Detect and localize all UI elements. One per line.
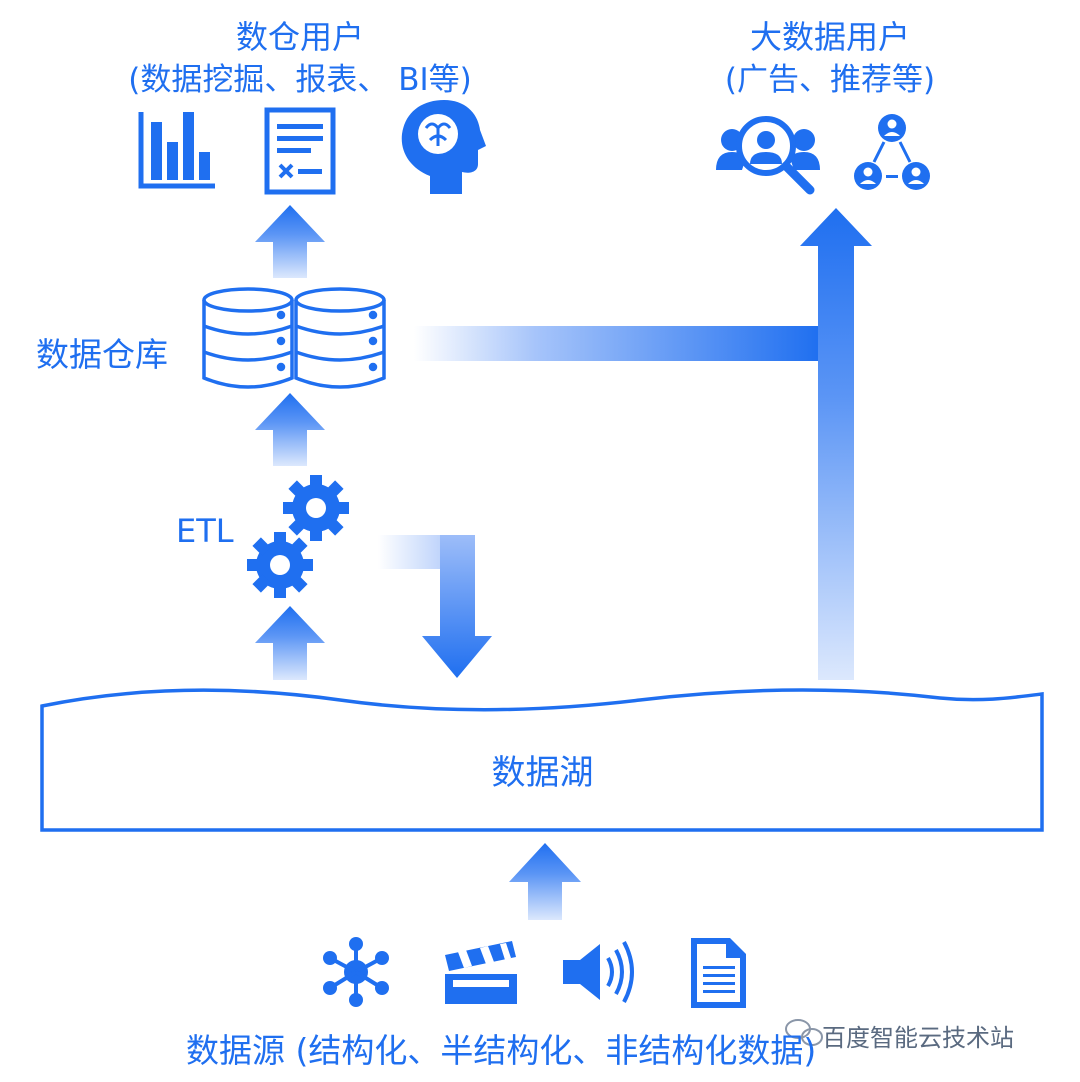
bd-users-title: 大数据用户 <box>749 18 910 56</box>
bar-chart-icon <box>138 112 215 189</box>
arrow-sources-to-lake <box>509 843 581 920</box>
user-network-icon <box>854 114 930 190</box>
gears-icon <box>247 475 349 598</box>
dw-users-title: 数仓用户 <box>235 18 364 56</box>
arrow-to-dw-users <box>255 205 325 278</box>
database-icon <box>202 287 386 389</box>
etl-label: ETL <box>176 512 234 550</box>
user-search-icon <box>716 116 820 195</box>
video-clapper-icon <box>445 941 517 1004</box>
data-lake-box <box>40 688 1044 832</box>
speaker-icon <box>563 941 634 1003</box>
dw-users-subtitle: (数据挖掘、报表、 BI等) <box>128 62 472 98</box>
warehouse-to-bigdata-bar <box>414 326 820 361</box>
watermark-text: 百度智能云技术站 <box>822 1024 1014 1052</box>
arrow-lake-to-etl <box>255 606 325 680</box>
arrow-lake-to-bigdata-users <box>800 208 872 680</box>
brain-head-icon <box>401 100 486 194</box>
lake-label: 数据湖 <box>491 753 594 793</box>
document-icon <box>691 938 746 1008</box>
arrow-etl-to-lake <box>422 535 492 678</box>
sources-label: 数据源 (结构化、半结构化、非结构化数据) <box>186 1031 817 1070</box>
wechat-icon <box>785 1019 823 1046</box>
hub-network-icon <box>323 937 389 1007</box>
report-document-icon <box>264 107 336 195</box>
bd-users-subtitle: (广告、推荐等) <box>724 62 936 98</box>
arrow-etl-to-warehouse <box>255 393 325 466</box>
warehouse-label: 数据仓库 <box>36 335 168 374</box>
